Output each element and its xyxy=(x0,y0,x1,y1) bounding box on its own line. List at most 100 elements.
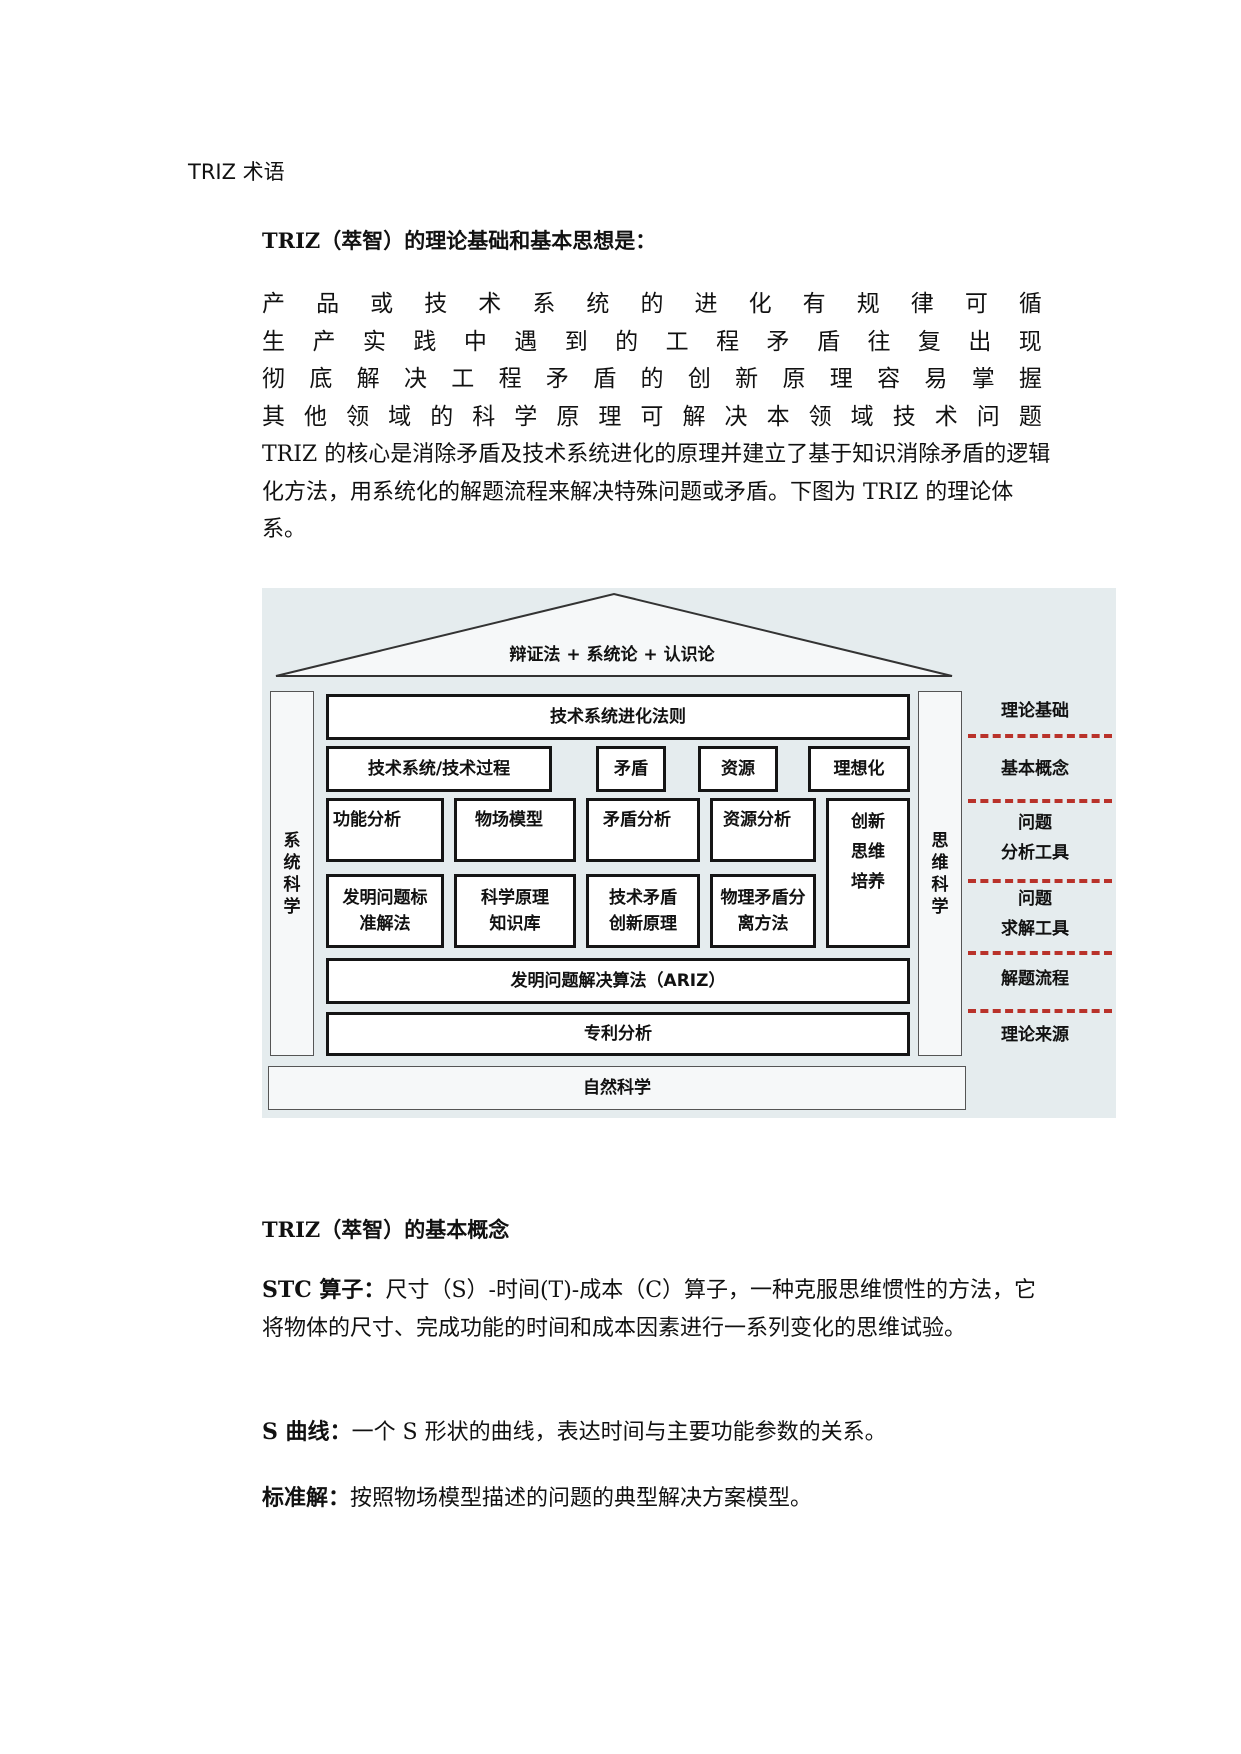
principle-char: 原 xyxy=(782,366,806,392)
principle-line: 彻底解决工程矛盾的创新原理容易掌握 xyxy=(262,361,1042,399)
solving-tool-line: 发明问题标 xyxy=(342,887,428,908)
principle-char: 工 xyxy=(451,366,475,392)
ariz-box: 发明问题解决算法（ARIZ） xyxy=(326,958,910,1004)
principle-char: 程 xyxy=(498,366,522,392)
principle-char: 域 xyxy=(850,403,874,430)
principle-char: 理 xyxy=(598,403,622,430)
principle-char: 学 xyxy=(514,403,538,430)
term-stc: STC 算子：尺寸（S）-时间(T)-成本（C）算子，一种克服思维惯性的方法，它… xyxy=(262,1272,1052,1347)
triz-theory-system-diagram: 辩证法 + 系统论 + 认识论 系统科学 思维科学 技术系统进化法则 技术系统/… xyxy=(262,588,1116,1118)
principle-char: 理 xyxy=(829,366,853,392)
solving-tool-line: 知识库 xyxy=(489,914,541,934)
solving-tool-line: 准解法 xyxy=(359,914,411,934)
principle-char: 产 xyxy=(312,328,336,355)
principle-char: 其 xyxy=(262,403,285,430)
roof-label: 辩证法 + 系统论 + 认识论 xyxy=(509,645,715,665)
principle-char: 本 xyxy=(766,403,790,430)
concept-box-2: 矛盾 xyxy=(596,746,666,792)
right-label-line: 理论来源 xyxy=(1001,1025,1069,1045)
analysis-tool-label: 矛盾分析 xyxy=(603,810,671,830)
innovation-training-label: 创新思维培养 xyxy=(851,812,885,892)
patent-analysis-label: 专利分析 xyxy=(584,1023,652,1044)
separator-dash xyxy=(968,1009,1112,1013)
principle-char: 有 xyxy=(802,291,826,317)
principle-char: 解 xyxy=(356,366,380,392)
principles-list: 产品或技术系统的进化有规律可循生产实践中遇到的工程矛盾往复出现彻底解决工程矛盾的… xyxy=(262,286,1042,436)
principle-line: 生产实践中遇到的工程矛盾往复出现 xyxy=(262,324,1042,362)
right-label-line: 基本概念 xyxy=(1001,759,1069,779)
solving-tool-line: 创新原理 xyxy=(609,914,677,934)
solving-tool-line: 离方法 xyxy=(737,914,789,934)
principle-char: 科 xyxy=(472,403,496,430)
evolution-laws-box: 技术系统进化法则 xyxy=(326,694,910,740)
right-label-solving-process: 解题流程 xyxy=(970,964,1100,994)
right-label-line: 解题流程 xyxy=(1001,969,1069,989)
principle-char: 往 xyxy=(867,328,891,355)
principle-char: 领 xyxy=(808,403,832,430)
principle-char: 原 xyxy=(556,403,580,430)
analysis-tool-label: 物场模型 xyxy=(475,810,543,830)
principle-char: 决 xyxy=(724,403,748,430)
principle-char: 系 xyxy=(532,291,556,317)
right-label-line: 问题 xyxy=(1018,889,1052,909)
principle-char: 底 xyxy=(309,366,333,392)
principle-char: 程 xyxy=(716,328,740,355)
right-column-label: 思维科学 xyxy=(931,830,949,917)
principle-char: 术 xyxy=(478,291,502,317)
solving-tool-box-3: 技术矛盾创新原理 xyxy=(586,874,700,948)
ariz-label: 发明问题解决算法（ARIZ） xyxy=(510,970,726,991)
analysis-tool-box-2: 物场模型 xyxy=(454,798,576,862)
separator-dash xyxy=(968,951,1112,955)
principle-char: 创 xyxy=(687,366,711,392)
concept-label: 技术系统/技术过程 xyxy=(367,758,511,779)
principle-char: 盾 xyxy=(593,366,617,392)
principle-char: 的 xyxy=(640,291,664,317)
principle-char: 循 xyxy=(1018,291,1042,317)
principle-char: 矛 xyxy=(766,328,790,355)
concept-box-4: 理想化 xyxy=(808,746,910,792)
right-label-basic-concepts: 基本概念 xyxy=(970,754,1100,784)
innovation-training-box: 创新思维培养 xyxy=(826,798,910,948)
principle-char: 统 xyxy=(586,291,610,317)
principle-char: 中 xyxy=(463,328,487,355)
principle-char: 可 xyxy=(964,291,988,317)
natural-science-label: 自然科学 xyxy=(583,1077,651,1098)
right-label-analysis-tools: 问题 分析工具 xyxy=(970,808,1100,868)
solving-tool-box-4: 物理矛盾分离方法 xyxy=(710,874,816,948)
analysis-tool-label: 功能分析 xyxy=(333,810,401,830)
principle-char: 工 xyxy=(665,328,689,355)
analysis-tool-box-4: 资源分析 xyxy=(710,798,816,862)
principle-char: 易 xyxy=(924,366,948,392)
principle-char: 掌 xyxy=(971,366,995,392)
roof-shape xyxy=(275,592,953,677)
term-name: S 曲线： xyxy=(262,1419,352,1445)
principle-char: 解 xyxy=(682,403,706,430)
term-name: STC 算子： xyxy=(262,1277,386,1303)
analysis-tool-label: 资源分析 xyxy=(723,810,791,830)
principle-char: 盾 xyxy=(816,328,840,355)
principle-char: 出 xyxy=(968,328,992,355)
principle-char: 他 xyxy=(304,403,328,430)
principle-char: 问 xyxy=(976,403,1000,430)
principle-char: 生 xyxy=(262,328,285,355)
principle-char: 术 xyxy=(934,403,958,430)
principle-char: 题 xyxy=(1018,403,1042,430)
separator-dash xyxy=(968,879,1112,883)
right-label-line: 求解工具 xyxy=(1001,919,1069,939)
principle-char: 领 xyxy=(346,403,370,430)
evolution-laws-label: 技术系统进化法则 xyxy=(550,706,686,727)
analysis-tool-box-3: 矛盾分析 xyxy=(586,798,700,862)
term-definition: 一个 S 形状的曲线，表达时间与主要功能参数的关系。 xyxy=(351,1420,887,1445)
principle-char: 或 xyxy=(370,291,394,317)
separator-dash xyxy=(968,734,1112,738)
principle-char: 进 xyxy=(694,291,718,317)
principle-char: 容 xyxy=(877,366,901,392)
term-name: 标准解： xyxy=(262,1485,351,1511)
concept-box-1: 技术系统/技术过程 xyxy=(326,746,552,792)
solving-tool-box-1: 发明问题标准解法 xyxy=(326,874,444,948)
principle-char: 域 xyxy=(388,403,412,430)
right-column-thinking-science: 思维科学 xyxy=(918,691,962,1056)
principle-char: 的 xyxy=(615,328,639,355)
solving-tool-box-2: 科学原理知识库 xyxy=(454,874,576,948)
principle-char: 彻 xyxy=(262,366,285,392)
